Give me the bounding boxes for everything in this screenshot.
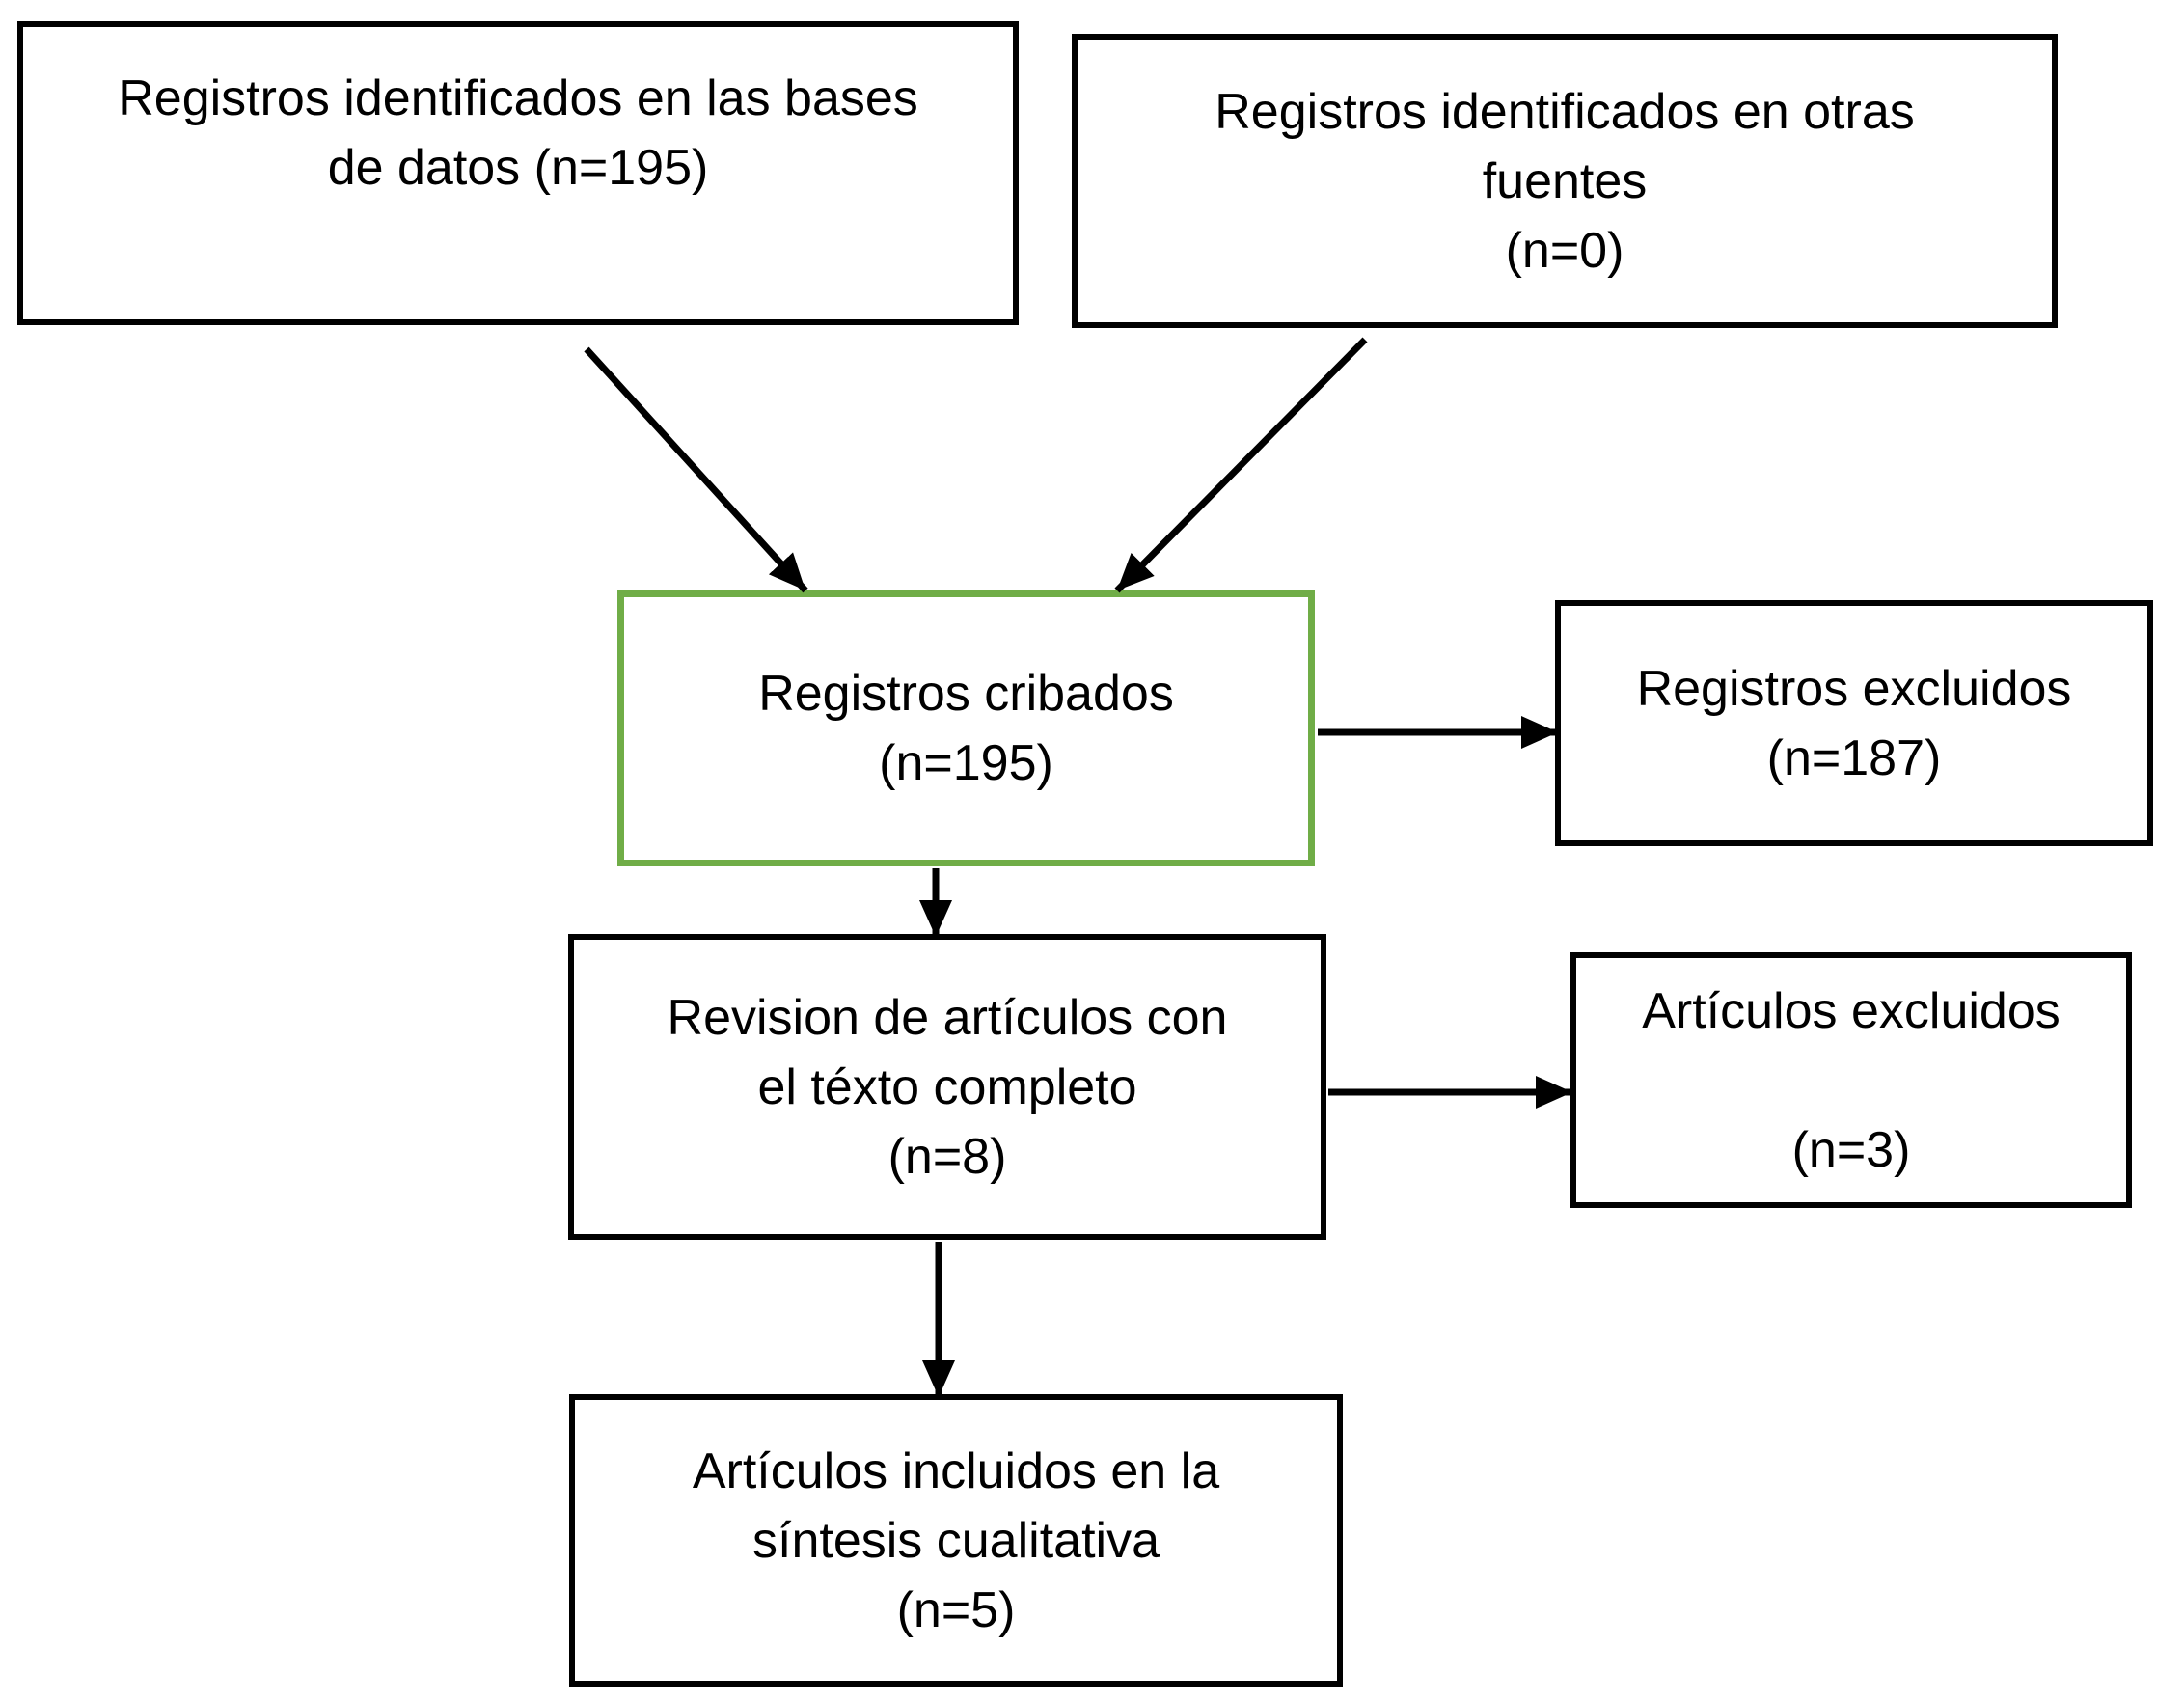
box-articles-excluded: Artículos excluidos (n=3) bbox=[1570, 952, 2132, 1208]
box-records-excluded: Registros excluidos (n=187) bbox=[1555, 600, 2153, 846]
box-text-line: (n=0) bbox=[1505, 222, 1624, 279]
box-text-line: síntesis cualitativa bbox=[752, 1512, 1160, 1569]
box-text-line: (n=8) bbox=[887, 1128, 1007, 1185]
box-fulltext-review: Revision de artículos con el téxto compl… bbox=[568, 934, 1326, 1240]
box-text-line: fuentes bbox=[1482, 152, 1648, 209]
box-text-line: Revision de artículos con bbox=[667, 989, 1228, 1046]
box-identified-databases: Registros identificados en las bases de … bbox=[17, 21, 1019, 325]
arrow-other-sources-to-screened bbox=[1114, 337, 1368, 593]
box-text-line: Registros identificados en las bases bbox=[118, 70, 918, 126]
box-text-line: Registros excluidos bbox=[1636, 660, 2072, 717]
box-text-line: (n=187) bbox=[1766, 729, 1942, 786]
box-text-line: (n=3) bbox=[1791, 1121, 1911, 1178]
box-text-line bbox=[1576, 1046, 2126, 1115]
box-text-line: (n=195) bbox=[879, 735, 1053, 791]
box-articles-included: Artículos incluidos en la síntesis cuali… bbox=[569, 1394, 1343, 1687]
box-text-line: Artículos excluidos bbox=[1642, 982, 2061, 1039]
box-records-screened: Registros cribados (n=195) bbox=[617, 590, 1315, 866]
box-text-line: (n=5) bbox=[896, 1581, 1016, 1638]
box-identified-other-sources: Registros identificados en otras fuentes… bbox=[1072, 34, 2058, 328]
box-text-line: de datos (n=195) bbox=[327, 140, 709, 196]
arrow-databases-to-screened bbox=[584, 346, 808, 593]
box-text-line: Registros identificados en otras bbox=[1215, 83, 1915, 140]
box-text-line: Registros cribados bbox=[758, 666, 1174, 722]
box-text-line: Artículos incluidos en la bbox=[692, 1442, 1220, 1499]
box-text-line: el téxto completo bbox=[757, 1058, 1137, 1115]
